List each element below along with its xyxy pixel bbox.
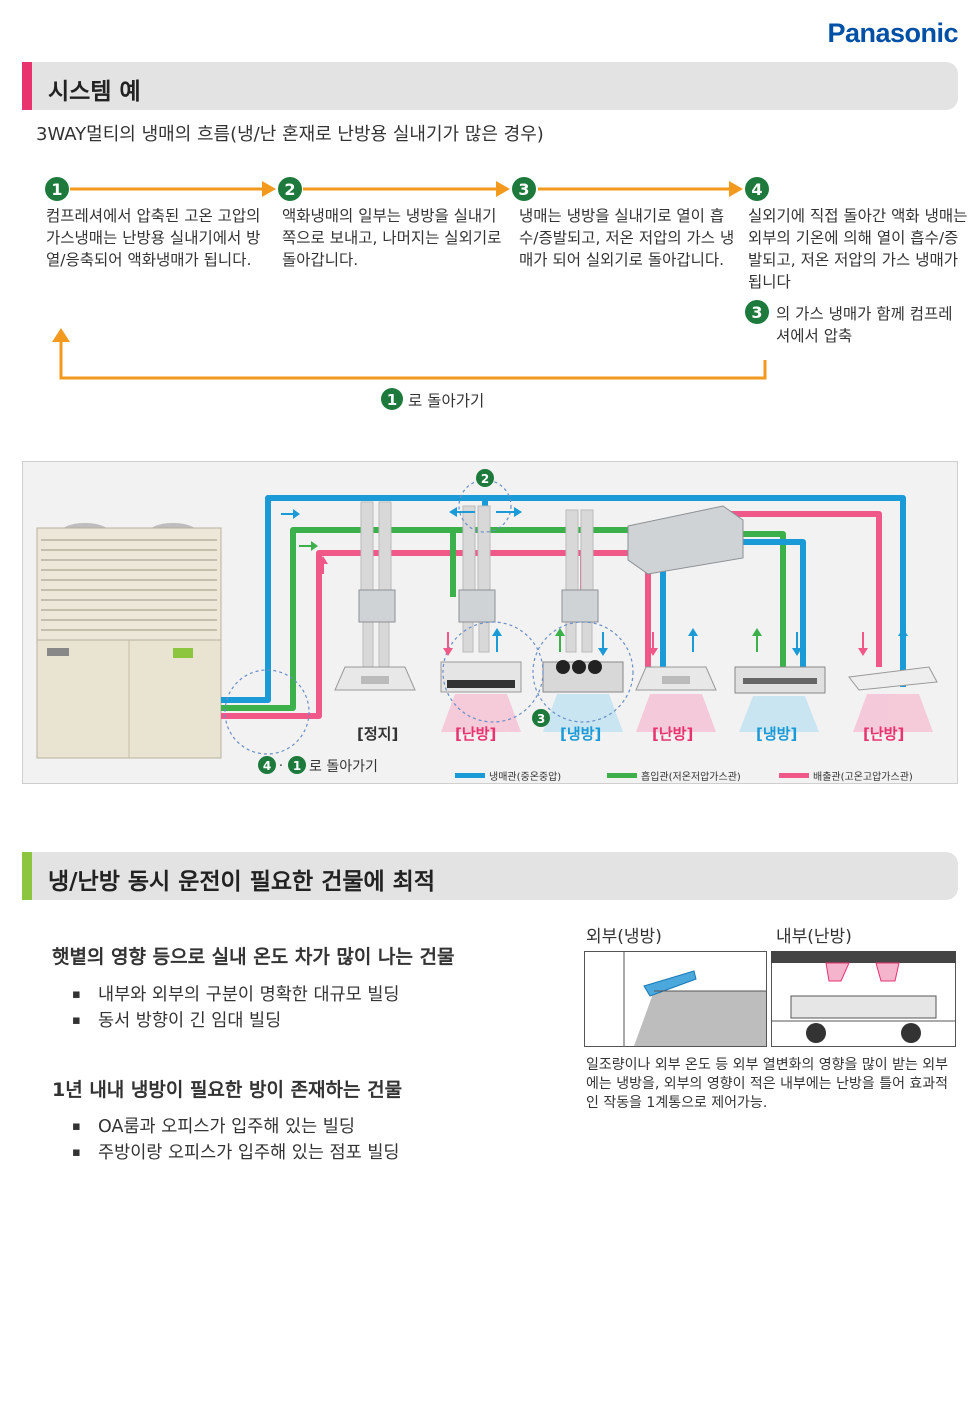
diagram-return-badge-1: 1 [288, 756, 306, 774]
legend-swatch-green [607, 773, 637, 778]
legend-label-green: 흡입관(저온저압가스관) [641, 772, 741, 783]
bullet-list-1: 내부와 외부의 구분이 명확한 대규모 빌딩 동서 방향이 긴 임대 빌딩 [72, 982, 400, 1034]
unit-label-cool-2: [냉방] [756, 725, 798, 743]
pipe-diagram-svg: 2 3 4 · 1 [36, 469, 938, 774]
bullet-list-2: OA룸과 오피스가 입주해 있는 빌딩 주방이랑 오피스가 입주해 있는 점포 … [72, 1114, 400, 1166]
heat-airflow-4 [636, 694, 716, 732]
step-4-text: 실외기에 직접 돌아간 액화 냉매는 외부의 기온에 의해 열이 흡수/증발되고… [748, 207, 968, 291]
indoor-unit-duct-1 [440, 661, 522, 693]
svg-text:2: 2 [481, 472, 489, 486]
step-1-text: 컴프레셔에서 압축된 고온 고압의 가스냉매는 난방용 실내기에서 방열/응축되… [46, 207, 261, 269]
diagram-return-badge-4: 4 [258, 756, 276, 774]
unit-label-heat-1: [난방] [455, 725, 497, 743]
pipe-blue-right [728, 539, 806, 667]
indoor-unit-ceiling-2 [848, 666, 938, 691]
panasonic-logo: Panasonic [827, 18, 958, 48]
dashed-circle-cool-unit-2 [532, 621, 634, 723]
diagram-return-separator: · [279, 759, 283, 774]
section-header-optimal-buildings: 냉/난방 동시 운전이 필요한 건물에 최적 [22, 852, 958, 900]
section-accent-bar [22, 62, 32, 110]
note-badge-3-num: 3 [751, 303, 762, 322]
step-badge-2-num: 2 [284, 180, 295, 199]
step-badge-4: 4 [745, 177, 769, 201]
list-item: 주방이랑 오피스가 입주해 있는 점포 빌딩 [72, 1140, 400, 1166]
flow-arrows-diagram: 1 2 3 4 3 1 [45, 177, 769, 410]
indoor-unit-ceiling-1 [734, 666, 826, 694]
legend-label-pink: 배출관(고온고압가스관) [813, 772, 913, 783]
indoor-units [334, 660, 938, 694]
section-title: 냉/난방 동시 운전이 필요한 건물에 최적 [48, 869, 435, 895]
unit-label-heat-3: [난방] [863, 725, 905, 743]
section-header-system-example: 시스템 예 [22, 62, 958, 110]
step-badge-3: 3 [512, 177, 536, 201]
flow-arrowhead-3-4 [729, 181, 743, 197]
unit-label-cool-1: [냉방] [560, 725, 602, 743]
step-2-text: 액화냉매의 일부는 냉방을 실내기 쪽으로 보내고, 나머지는 실외기로 돌아갑… [282, 207, 502, 269]
step-badge-1: 1 [45, 177, 69, 201]
heat-airflow-6 [853, 694, 933, 732]
return-badge-1: 1 [381, 388, 403, 410]
list-item: OA룸과 오피스가 입주해 있는 빌딩 [72, 1114, 400, 1140]
legend-item-blue: 냉매관(중온중압) [455, 768, 561, 783]
return-badge-1-num: 1 [387, 391, 397, 409]
diagram-badge-3: 3 [532, 709, 550, 727]
svg-text:3: 3 [537, 712, 545, 726]
step-badge-3-num: 3 [518, 180, 529, 199]
legend-swatch-blue [455, 773, 485, 778]
section-accent-bar [22, 852, 32, 900]
step-3-note-text: 의 가스 냉매가 함께 컴프레셔에서 압축 [776, 305, 953, 345]
flow-arrowhead-2-3 [496, 181, 510, 197]
step-badge-2: 2 [278, 177, 302, 201]
indoor-unit-duct-2 [542, 660, 624, 693]
pipe-blue-main [221, 495, 906, 703]
outer-cooling-label: 외부(냉방) [586, 927, 662, 947]
dashed-circle-cool-unit [442, 621, 544, 723]
legend-label-blue: 냉매관(중온중압) [489, 772, 562, 783]
indoor-unit-cassette-2 [635, 666, 717, 691]
inner-room-illustration [771, 951, 956, 1047]
return-to-step-1-text: 로 돌아가기 [408, 392, 485, 410]
pipe-pink-right [723, 511, 882, 667]
flow-subtitle: 3WAY멀티의 냉매의 흐름(냉/난 혼재로 난방용 실내기가 많은 경우) [36, 124, 544, 145]
diagram-return-text: 로 돌아가기 [309, 759, 378, 775]
unit-label-stop: [정지] [357, 725, 399, 743]
flow-arrowhead-1-2 [262, 181, 276, 197]
list-item: 동서 방향이 긴 임대 빌딩 [72, 1008, 400, 1034]
illustration-caption: 일조량이나 외부 온도 등 외부 열변화의 영향을 많이 받는 외부에는 냉방을… [586, 1057, 949, 1111]
bullet-heading-2: 1년 내내 냉방이 필요한 방이 존재하는 건물 [52, 1079, 403, 1101]
indoor-unit-cassette-1 [334, 666, 416, 691]
list-item: 내부와 외부의 구분이 명확한 대규모 빌딩 [72, 982, 400, 1008]
diagram-badge-2: 2 [476, 469, 494, 487]
outer-room-illustration [584, 951, 767, 1047]
legend-item-green: 흡입관(저온저압가스관) [607, 768, 741, 783]
section-title: 시스템 예 [48, 79, 141, 105]
step-3-text: 냉매는 냉방을 실내기로 열이 흡수/증발되고, 저온 저압의 가스 냉매가 되… [519, 207, 735, 269]
return-loop-arrowhead [52, 328, 70, 342]
system-pipe-diagram: 2 3 4 · 1 [정지] [난방] [냉방] [난방] [냉방] [난방] … [22, 461, 958, 784]
unit-label-heat-2: [난방] [652, 725, 694, 743]
bullet-heading-1: 햇볕의 영향 등으로 실내 온도 차가 많이 나는 건물 [52, 946, 455, 968]
return-loop-arrow [59, 340, 767, 380]
cool-airflow-5 [739, 696, 819, 732]
outdoor-unit-image [36, 523, 222, 759]
heat-airflow-2 [441, 694, 521, 732]
inner-heating-label: 내부(난방) [776, 927, 852, 947]
step-badge-1-num: 1 [51, 180, 62, 199]
svg-text:4: 4 [263, 759, 271, 773]
legend-swatch-pink [779, 773, 809, 778]
legend-item-pink: 배출관(고온고압가스관) [779, 768, 913, 783]
branch-boxes [358, 505, 744, 623]
dashed-circle-outdoor [224, 669, 310, 755]
svg-text:1: 1 [293, 759, 301, 773]
note-badge-3: 3 [745, 300, 769, 324]
cool-airflow-3 [543, 694, 623, 732]
step-badge-4-num: 4 [751, 180, 762, 199]
